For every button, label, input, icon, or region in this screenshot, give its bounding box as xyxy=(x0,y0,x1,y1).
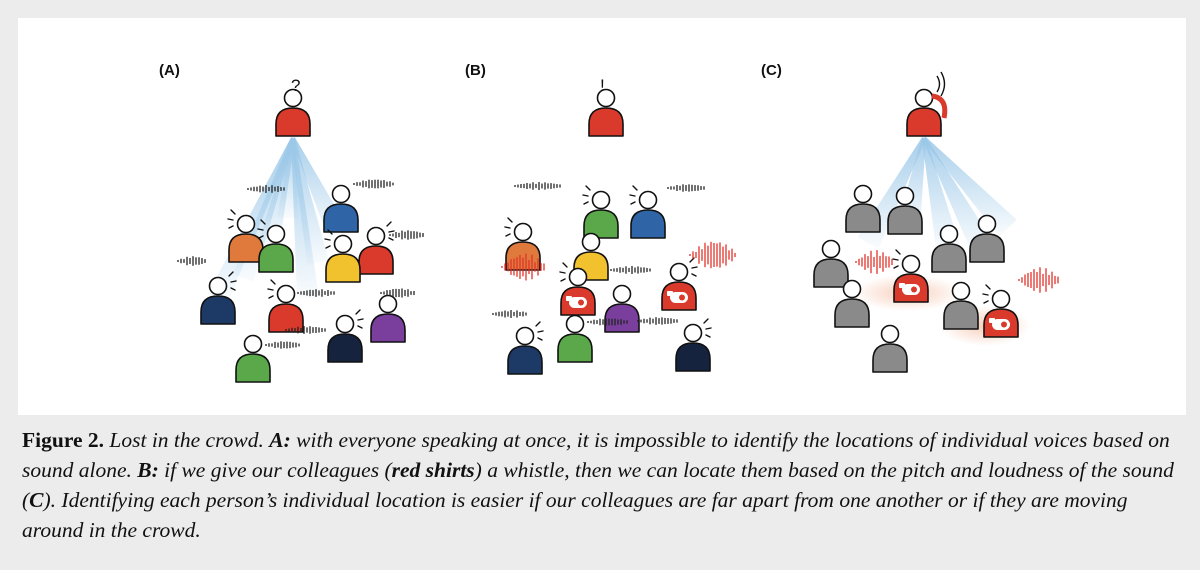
talk-lines-icon xyxy=(892,249,901,269)
person-icon xyxy=(324,229,361,283)
sound-wave-icon xyxy=(353,179,394,189)
sound-wave-icon xyxy=(610,266,651,274)
talk-lines-icon xyxy=(355,309,364,329)
figure-caption: Figure 2. Lost in the crowd. A: with eve… xyxy=(22,425,1182,545)
caption-b-text-2: ) a whistle, then we can locate them bas… xyxy=(22,458,1174,512)
crowd-diagram: (A) (B) (C) ? ! xyxy=(159,62,1059,383)
talk-lines-icon xyxy=(228,271,237,291)
caption-a-label: A: xyxy=(269,428,291,452)
person-icon xyxy=(943,281,979,330)
person-icon xyxy=(327,309,364,363)
person-icon xyxy=(834,279,870,328)
person-icon xyxy=(200,271,237,325)
person-icon xyxy=(629,185,666,239)
figure-panel: (A) (B) (C) ? ! xyxy=(18,18,1186,415)
person-icon xyxy=(358,221,395,275)
person-icon xyxy=(227,209,264,263)
person-icon xyxy=(267,279,304,333)
talk-lines-icon xyxy=(386,221,395,241)
whistle-icon xyxy=(667,291,688,303)
person-icon xyxy=(675,318,712,372)
person-icon xyxy=(872,324,908,373)
person-icon xyxy=(931,224,967,273)
whistle-sound-icon xyxy=(855,250,893,274)
beam-a-6 xyxy=(291,137,319,300)
sound-wave-icon xyxy=(637,317,678,325)
person-icon xyxy=(845,184,881,233)
person-icon xyxy=(887,186,923,235)
beam-c-2 xyxy=(922,137,960,251)
panel-letter-a: (A) xyxy=(159,62,180,79)
caption-title: Lost in the crowd. xyxy=(104,428,270,452)
listener-c xyxy=(906,88,942,137)
sound-wave-icon xyxy=(514,182,561,190)
talk-lines-icon xyxy=(582,185,591,205)
talk-lines-icon xyxy=(629,185,638,205)
talk-lines-icon xyxy=(267,279,276,299)
sound-wave-icon xyxy=(265,341,300,349)
person-icon xyxy=(235,334,271,383)
sound-wave-icon xyxy=(380,288,415,298)
whistle-sound-icon xyxy=(689,241,736,269)
listener-a xyxy=(275,88,311,137)
person-icon xyxy=(813,239,849,288)
talk-lines-icon xyxy=(982,284,991,304)
talk-lines-icon xyxy=(227,209,236,229)
panel-letter-b: (B) xyxy=(465,62,486,79)
whistle-icon xyxy=(989,318,1010,330)
caption-b-text: if we give our colleagues ( xyxy=(158,458,392,482)
talk-lines-icon xyxy=(257,219,266,239)
whistle-sound-icon xyxy=(1018,267,1059,293)
talk-lines-icon xyxy=(504,217,513,237)
panel-letter-c: (C) xyxy=(761,62,782,79)
person-icon xyxy=(969,214,1005,263)
colleague-whistle-4 xyxy=(982,284,1019,338)
sound-wave-icon xyxy=(667,184,705,192)
caption-label: Figure 2. xyxy=(22,428,105,452)
talk-lines-icon xyxy=(703,318,712,338)
caption-c-label: C xyxy=(29,488,44,512)
caption-b-label: B: xyxy=(137,458,159,482)
question-mark: ? xyxy=(291,76,300,95)
sound-wave-icon xyxy=(285,326,326,334)
beam-a-2 xyxy=(257,137,295,251)
talk-lines-icon xyxy=(324,229,333,249)
person-icon xyxy=(323,184,359,233)
whistle-icon xyxy=(566,296,587,308)
listener-b xyxy=(588,88,624,137)
exclamation-mark: ! xyxy=(600,76,605,95)
beam-a-4 xyxy=(291,137,329,266)
person-icon xyxy=(582,185,619,239)
sound-wave-icon xyxy=(247,185,285,193)
caption-c-text: ). Identifying each person’s individual … xyxy=(22,488,1128,542)
colleague-whistle-2 xyxy=(661,257,698,311)
colleague-whistle-3 xyxy=(892,249,929,303)
talk-lines-icon xyxy=(559,262,568,282)
ear-sound-icon xyxy=(931,71,948,119)
colleague-whistle-1 xyxy=(559,262,596,316)
talk-lines-icon xyxy=(689,257,698,277)
whistle-icon xyxy=(899,283,920,295)
caption-red-shirts: red shirts xyxy=(391,458,475,482)
sound-wave-icon xyxy=(297,289,335,297)
talk-lines-icon xyxy=(535,321,544,341)
caption-a-text: with everyone speaking at once, it is im… xyxy=(22,428,1170,482)
person-icon xyxy=(370,294,406,343)
sound-wave-icon xyxy=(389,230,424,240)
person-icon xyxy=(557,314,593,363)
whistle-sound-icon xyxy=(501,253,545,281)
person-icon xyxy=(507,321,544,375)
person-icon xyxy=(257,219,294,273)
beam-c-3 xyxy=(922,137,994,254)
beam-c-4 xyxy=(922,136,1017,237)
sound-wave-icon xyxy=(177,256,206,266)
sound-wave-icon xyxy=(587,318,628,326)
sound-wave-icon xyxy=(492,310,527,318)
person-icon xyxy=(604,284,640,333)
